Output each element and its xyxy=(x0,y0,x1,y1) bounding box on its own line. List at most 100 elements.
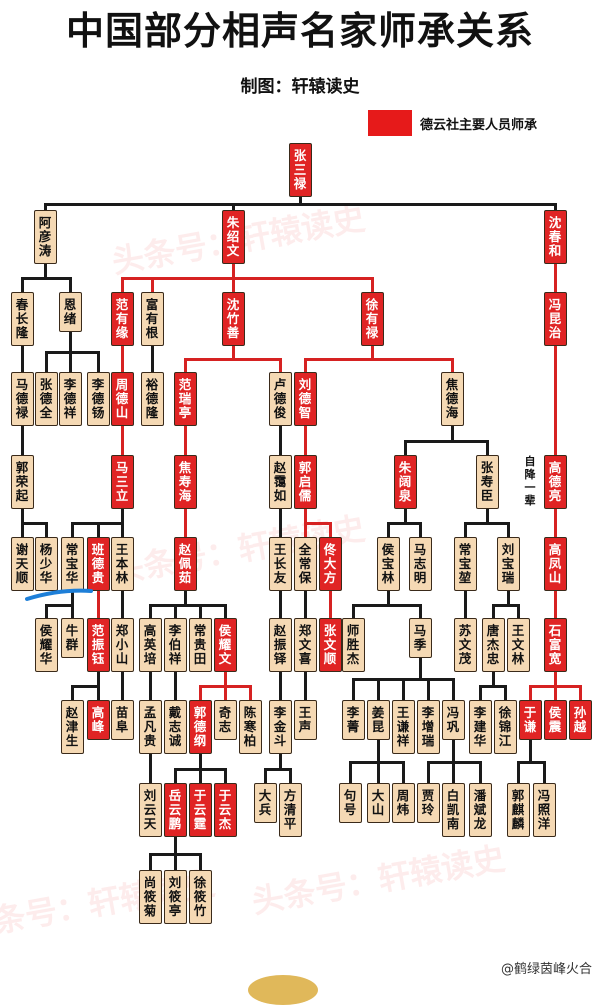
connector-line xyxy=(463,591,467,607)
person-node-xuxiaozhu: 徐筱竹 xyxy=(188,870,212,924)
connector-line xyxy=(478,684,482,700)
connector-line xyxy=(20,276,24,292)
connector-line xyxy=(303,684,307,700)
connector-line xyxy=(70,591,74,607)
person-node-wangbenlin: 王本林 xyxy=(110,537,134,591)
connector-line xyxy=(503,684,507,700)
connector-line xyxy=(44,603,48,618)
person-node-panbinlong: 潘斌龙 xyxy=(468,783,492,837)
connector-line xyxy=(148,754,152,771)
person-node-liuxiaoting: 刘筱亭 xyxy=(163,870,187,924)
person-node-yuyunjie: 于云杰 xyxy=(213,783,237,837)
connector-line xyxy=(351,677,355,700)
connector-line xyxy=(553,672,557,688)
person-node-xujinjiang: 徐锦江 xyxy=(493,700,517,754)
connector-line xyxy=(44,603,74,607)
connector-line xyxy=(288,767,292,783)
connector-line xyxy=(248,684,252,700)
person-node-lideyang: 李德钖 xyxy=(86,372,110,426)
connector-line xyxy=(278,754,282,771)
connector-line xyxy=(553,346,557,403)
connector-line xyxy=(506,591,510,607)
connector-line xyxy=(148,852,152,870)
person-node-wangwenlin: 王文林 xyxy=(506,618,530,672)
connector-line xyxy=(278,426,282,443)
person-node-miaofu: 苗阜 xyxy=(110,700,134,740)
person-node-yuyunting: 于云霆 xyxy=(188,783,212,837)
connector-line xyxy=(303,439,307,455)
connector-line xyxy=(303,426,307,443)
connector-line xyxy=(426,677,430,700)
person-node-jiaoshouhai: 焦寿海 xyxy=(173,455,197,509)
person-node-zhushaowen: 朱绍文 xyxy=(221,210,245,264)
connector-line xyxy=(198,603,202,618)
connector-line xyxy=(485,439,489,455)
connector-line xyxy=(120,591,124,607)
person-node-jiangkun: 姜昆 xyxy=(366,700,390,740)
person-node-bandegui: 班德贵 xyxy=(86,537,110,591)
person-node-zhangsanlu: 张三禄 xyxy=(288,143,312,197)
connector-line xyxy=(148,672,152,688)
connector-line xyxy=(278,684,282,700)
footer-credit: @鹤绿茵峰火合 xyxy=(500,962,592,977)
person-node-fanzhenyu: 范振钰 xyxy=(86,618,110,672)
connector-line xyxy=(370,346,374,361)
person-node-guoqilin: 郭麒麟 xyxy=(506,783,530,837)
connector-line xyxy=(491,672,495,688)
person-node-chenhanbo: 陈寒柏 xyxy=(238,700,262,754)
person-node-houzhen: 侯震 xyxy=(543,700,567,740)
connector-line xyxy=(43,202,47,210)
connector-line xyxy=(516,760,520,783)
connector-line xyxy=(528,684,532,700)
connector-line xyxy=(96,684,100,700)
person-node-zhaojinsheng: 赵津生 xyxy=(60,700,84,754)
connector-line xyxy=(463,521,467,537)
person-node-houyaohua: 侯耀华 xyxy=(34,618,58,672)
legend-red-swatch xyxy=(368,110,412,136)
connector-line xyxy=(120,672,124,688)
person-node-shenchunhe: 沈春和 xyxy=(543,210,567,264)
connector-line xyxy=(173,837,177,856)
person-node-enxu: 恩绪 xyxy=(58,292,82,332)
connector-line xyxy=(553,684,557,700)
person-node-dashan: 大山 xyxy=(366,783,390,823)
legend-label: 德云社主要人员师承 xyxy=(420,117,538,133)
connector-line xyxy=(348,760,352,783)
connector-line xyxy=(278,357,282,372)
connector-line xyxy=(183,357,282,361)
person-node-zhukuoquan: 朱阔泉 xyxy=(393,455,417,509)
connector-line xyxy=(303,357,454,361)
connector-line xyxy=(303,591,307,607)
person-node-wangchangyou: 王长友 xyxy=(268,537,292,591)
person-node-yangshaohua: 杨少华 xyxy=(34,537,58,591)
connector-line xyxy=(96,521,100,537)
person-node-zhangwenshun: 张文顺 xyxy=(318,618,342,672)
connector-line xyxy=(20,521,48,525)
connector-line xyxy=(96,672,100,688)
connector-line xyxy=(150,357,154,372)
person-node-zhaoairu: 赵霭如 xyxy=(268,455,292,509)
connector-line xyxy=(223,767,227,783)
person-node-zhengwenxi: 郑文喜 xyxy=(293,618,317,672)
connector-line xyxy=(120,426,124,443)
connector-line xyxy=(120,509,124,525)
person-node-fangqingping: 方清平 xyxy=(278,783,302,837)
connector-line xyxy=(485,509,489,525)
connector-line xyxy=(150,276,154,292)
connector-line xyxy=(553,509,557,525)
connector-line xyxy=(370,276,374,292)
connector-line xyxy=(120,684,124,700)
person-node-quanchangbao: 全常保 xyxy=(293,537,317,591)
connector-line xyxy=(403,509,407,525)
connector-line xyxy=(96,350,100,372)
connector-line xyxy=(43,264,47,280)
connector-line xyxy=(183,357,187,372)
person-node-yudelong: 裕德隆 xyxy=(140,372,164,426)
person-node-shangxiaoju: 尚筱菊 xyxy=(138,870,162,924)
connector-line xyxy=(278,591,282,607)
connector-line xyxy=(198,684,202,700)
connector-line xyxy=(68,332,72,354)
connector-line xyxy=(68,350,72,372)
connector-line xyxy=(553,521,557,537)
person-node-xuyoulu: 徐有禄 xyxy=(360,292,384,346)
